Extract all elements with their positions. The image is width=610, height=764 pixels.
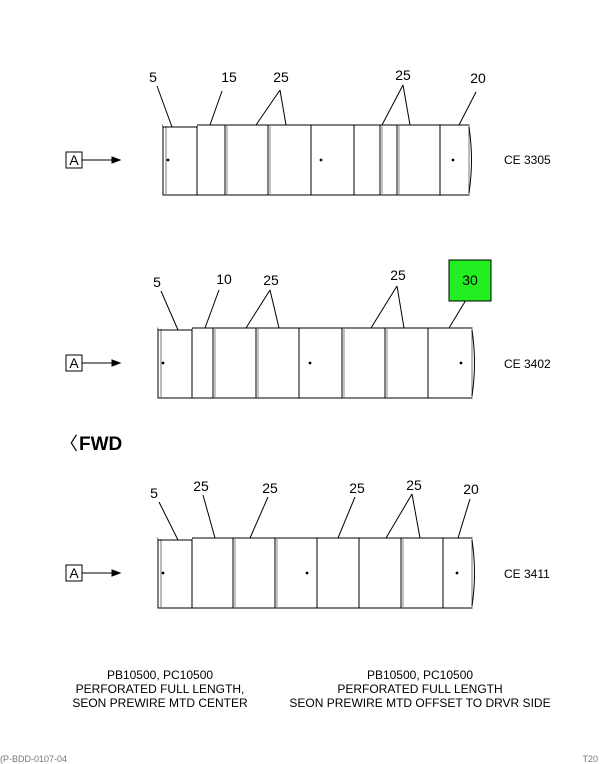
note-right: PB10500, PC10500 PERFORATED FULL LENGTH … (270, 668, 570, 710)
callout-number: 5 (150, 485, 158, 501)
highlight-box-30 (448, 259, 492, 302)
view-ce-3402 (65, 285, 475, 399)
arrow-head (111, 569, 122, 577)
callout-number: 25 (193, 478, 209, 494)
arrow-head (111, 359, 122, 367)
callout-number: 25 (395, 67, 411, 83)
ce-label: CE 3411 (504, 567, 550, 581)
leader-lines (156, 84, 477, 128)
fwd-indicator: 〈FWD (60, 430, 122, 456)
callout-number: 25 (406, 477, 422, 493)
ce-label: CE 3402 (504, 357, 551, 371)
callout-number: 25 (390, 267, 406, 283)
note-line: SEON PREWIRE MTD CENTER (72, 696, 248, 710)
ce-label: CE 3305 (504, 153, 551, 167)
callout-number: 20 (470, 70, 486, 86)
callout-number: 20 (463, 481, 479, 497)
view-ce-3305 (65, 84, 477, 196)
fwd-arrow-icon: 〈 (60, 434, 78, 454)
leader-lines (158, 493, 471, 541)
callout-number: 25 (262, 480, 278, 496)
callout-number: 15 (221, 69, 237, 85)
ref-box-letter: A (69, 355, 79, 371)
callout-number: 10 (216, 271, 232, 287)
note-line: PB10500, PC10500 (106, 668, 214, 682)
callout-number: 25 (263, 272, 279, 288)
crossmember-assembly (157, 537, 475, 609)
callout-number-highlighted: 30 (462, 272, 478, 288)
ref-box-letter: A (69, 152, 79, 168)
callout-number: 5 (149, 69, 157, 85)
note-line: SEON PREWIRE MTD OFFSET TO DRVR SIDE (289, 696, 551, 710)
footer-page: T20 (582, 754, 598, 764)
arrow-head (111, 156, 122, 164)
note-left: PB10500, PC10500 PERFORATED FULL LENGTH,… (40, 668, 280, 710)
callout-number: 25 (349, 480, 365, 496)
note-line: PB10500, PC10500 (366, 668, 474, 682)
fwd-label: FWD (79, 434, 123, 455)
footer-id: (P-BDD-0107-04 (0, 754, 68, 764)
crossmember-assembly (157, 327, 475, 399)
leader-lines (160, 285, 467, 331)
view-ce-3411 (65, 493, 475, 609)
crossmember-assembly (162, 124, 472, 196)
ref-box-letter: A (69, 565, 79, 581)
note-line: PERFORATED FULL LENGTH, (75, 682, 245, 696)
callout-number: 5 (153, 274, 161, 290)
note-line: PERFORATED FULL LENGTH (337, 682, 503, 696)
callout-number: 25 (273, 69, 289, 85)
